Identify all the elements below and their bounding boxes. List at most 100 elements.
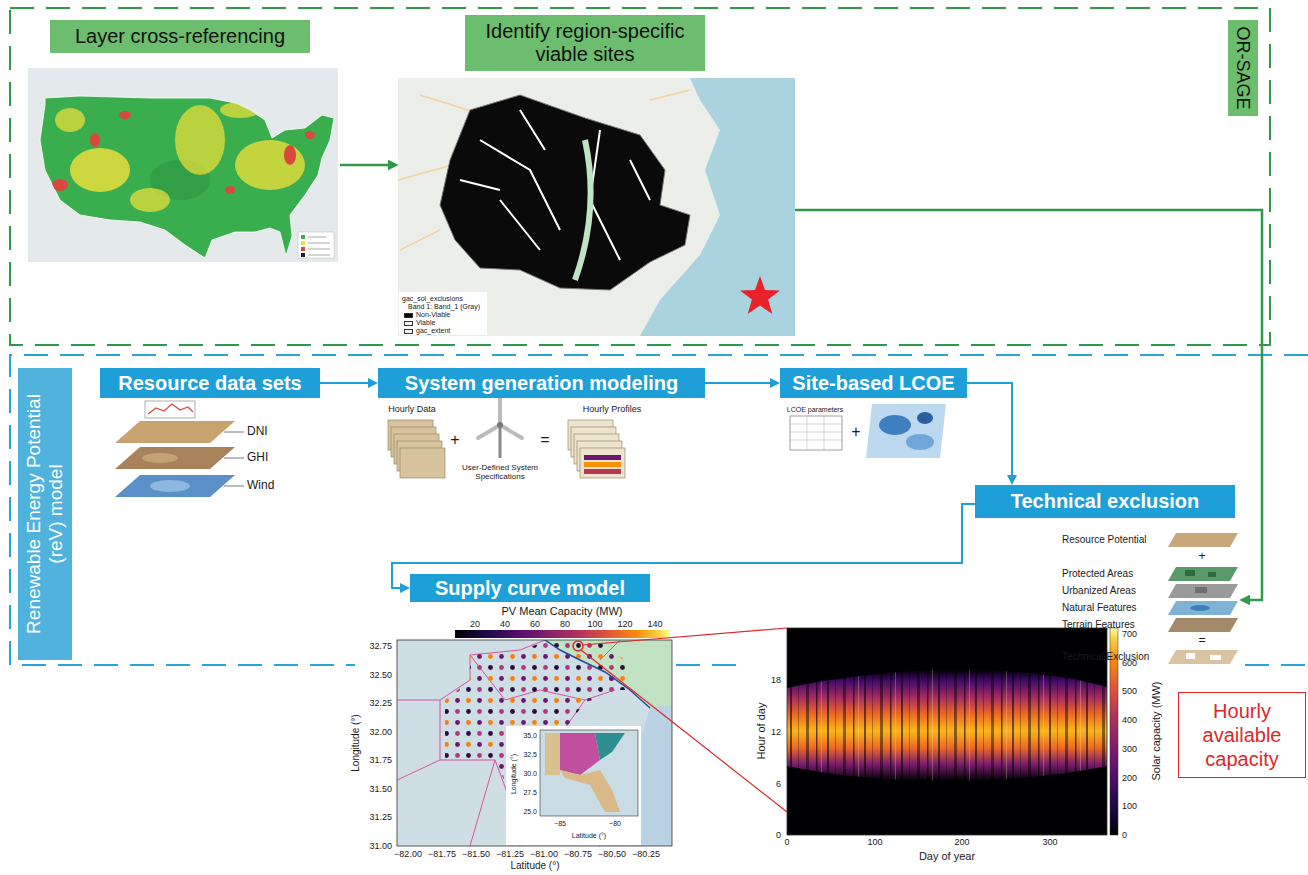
output-text: Hourly available capacity (1179, 699, 1305, 771)
operator-sign: + (450, 431, 459, 449)
step-heading: System generation modeling (405, 372, 678, 395)
colorbar-tick: 20 (470, 619, 480, 629)
axis-tick: 12 (771, 727, 781, 737)
group-outline (10, 355, 1308, 665)
us-conflict-map (90, 133, 100, 147)
icon-label: LCOE parameters (787, 406, 843, 414)
legend-subtitle: Band 1: Band_1 (Gray) (408, 303, 480, 311)
axis-tick: −82.00 (394, 849, 422, 859)
axis-tick: −81.25 (496, 849, 524, 859)
process-box: Supply curve model (410, 574, 650, 602)
supply-curve-map (548, 642, 630, 690)
legend-row: gac_extent (404, 327, 450, 335)
connector-arrow (340, 164, 392, 167)
us-conflict-map (70, 148, 130, 192)
us-conflict-map (130, 188, 170, 212)
axis-title: Longitude (°) (350, 714, 362, 771)
layer-name: Natural Features (1062, 602, 1136, 614)
lcoe-icons (866, 404, 946, 458)
axis-tick: −80.25 (632, 849, 660, 859)
colorbar-title: Solar capacity (MW) (1150, 681, 1163, 780)
us-conflict-map (28, 68, 338, 262)
us-conflict-map (52, 102, 315, 212)
resource-layers (115, 475, 235, 497)
generation-icons (478, 399, 522, 438)
supply-curve-map (397, 640, 672, 846)
us-conflict-map (308, 237, 330, 255)
group-outline (10, 8, 1308, 665)
supply-curve-map (560, 733, 600, 775)
process-box: System generation modeling (378, 368, 705, 398)
supply-curve-map (540, 730, 638, 816)
exclusion-layers (1195, 587, 1207, 593)
exclusion-layers (1186, 653, 1195, 659)
axis-tick: 300 (1042, 837, 1057, 847)
axis-tick: −81.75 (428, 849, 456, 859)
colorbar-title: PV Mean Capacity (MW) (501, 605, 622, 618)
exclusion-layers (1168, 584, 1238, 598)
us-conflict-map (40, 96, 334, 258)
generation-icons (584, 469, 621, 474)
supply-curve-map (595, 733, 625, 760)
exclusion-layers (1190, 605, 1210, 611)
viable-site-map (398, 78, 795, 336)
process-box: Resource data sets (100, 368, 320, 398)
resource-layers (115, 401, 244, 497)
exclusion-layers (1168, 533, 1238, 547)
colorbar-tick: 140 (647, 619, 662, 629)
axis-title: Hour of day (755, 703, 768, 760)
layer-name: DNI (247, 425, 268, 439)
us-conflict-map (284, 145, 296, 165)
layer-name: Protected Areas (1062, 568, 1133, 580)
resource-layers (115, 447, 235, 469)
inset-axis-title: Longitude (°) (510, 754, 518, 794)
output-box: Hourly available capacity (1178, 692, 1306, 778)
step-heading: Technical exclusion (975, 485, 1235, 518)
layer-name: Resource Potential (1062, 534, 1147, 546)
colorbar-tick: 200 (1122, 772, 1137, 782)
supply-curve-map (397, 640, 672, 846)
inset-tick: 30.0 (523, 770, 537, 778)
supply-curve-map (545, 640, 650, 708)
input-label: User-Defined System Specifications (454, 463, 546, 481)
axis-tick: 32.00 (369, 727, 392, 737)
supply-curve-map (506, 726, 641, 845)
inset-tick: −80 (609, 820, 621, 828)
generation-icons (497, 422, 503, 428)
operator-sign: + (851, 423, 860, 441)
inset-axis-title: Latitude (°) (572, 832, 606, 840)
axis-title: Latitude (°) (510, 860, 559, 872)
connector-arrow (967, 383, 1012, 479)
supply-curve-map (455, 630, 670, 638)
leader-line (581, 628, 787, 812)
axis-tick: 31.50 (369, 784, 392, 794)
us-conflict-map (119, 111, 131, 119)
axis-tick: 32.50 (369, 669, 392, 679)
map-panel: Layer cross-referencing (28, 18, 340, 262)
exclusion-layers (1168, 567, 1238, 581)
axis-tick: −81.00 (530, 849, 558, 859)
axis-tick: 0 (784, 837, 789, 847)
step-heading: Identify region-specific viable sites (465, 15, 705, 71)
legend-swatch (404, 313, 413, 318)
legend-swatch (404, 329, 413, 334)
layer-name: Urbanized Areas (1062, 585, 1136, 597)
colorbar-tick: 40 (500, 619, 510, 629)
resource-layers (145, 401, 195, 418)
colorbar-tick: 300 (1122, 744, 1137, 754)
leader-line (582, 628, 787, 645)
output-label: Hourly Profiles (583, 404, 642, 414)
exclusion-layers (1210, 655, 1221, 660)
axis-tick: 100 (867, 837, 882, 847)
supply-curve-map (560, 770, 620, 812)
colorbar-tick: 120 (617, 619, 632, 629)
viable-site-map (575, 140, 591, 280)
hourly-heatmap (787, 628, 1107, 835)
us-conflict-map (235, 140, 305, 190)
generation-icons (499, 425, 502, 458)
operator-sign: + (1198, 550, 1205, 564)
inset-tick: 27.5 (523, 789, 537, 797)
colorbar-tick: 60 (530, 619, 540, 629)
colorbar-tick: 0 (1122, 830, 1127, 840)
